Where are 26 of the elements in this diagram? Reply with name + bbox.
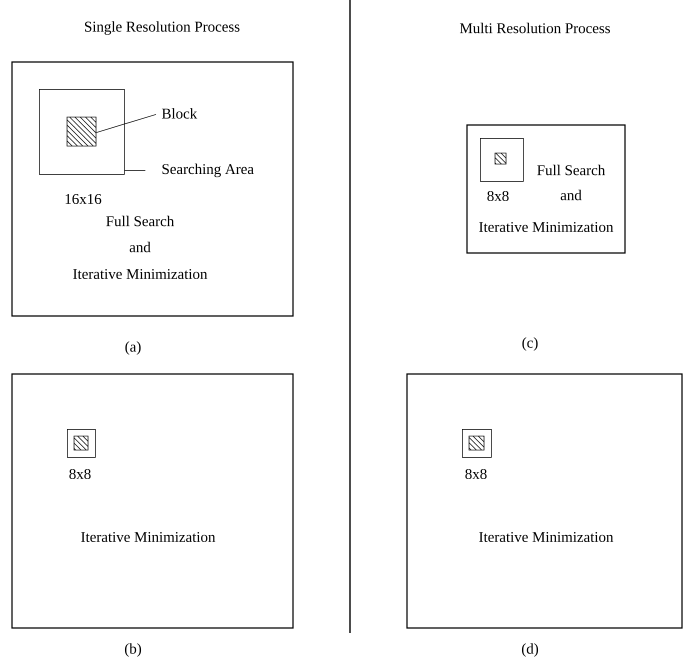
hatched-block: [66, 116, 96, 146]
hatched-block: [468, 436, 484, 450]
text: and: [130, 242, 151, 252]
hatched-block: [494, 152, 506, 164]
text: and: [560, 190, 582, 200]
size-label: 16x16: [66, 194, 102, 204]
panel-caption: (b): [124, 643, 142, 657]
size-label: 8x8: [465, 468, 487, 480]
size-label: 8x8: [487, 190, 509, 202]
callout-label: Searching Area: [162, 164, 254, 178]
text: Iterative Minimization: [479, 532, 614, 542]
size-label: 8x8: [69, 468, 91, 480]
column-heading: (c): [522, 337, 538, 351]
text: Iterative Minimization: [81, 532, 216, 542]
column-heading: Single Resolution Process: [85, 21, 240, 35]
panel-caption: (a): [125, 341, 141, 355]
panel-caption: (d): [522, 643, 538, 657]
text: Full Search: [106, 216, 174, 226]
text: Iterative Minimization: [73, 268, 208, 280]
column-heading: Multi Resolution Process: [460, 22, 610, 34]
hatched-block: [74, 436, 88, 450]
leader-line: [124, 170, 146, 171]
text: Iterative Minimization: [479, 222, 614, 232]
text: Full Search: [537, 164, 606, 176]
callout-label: Block: [162, 108, 198, 119]
leader-line: [96, 114, 156, 133]
